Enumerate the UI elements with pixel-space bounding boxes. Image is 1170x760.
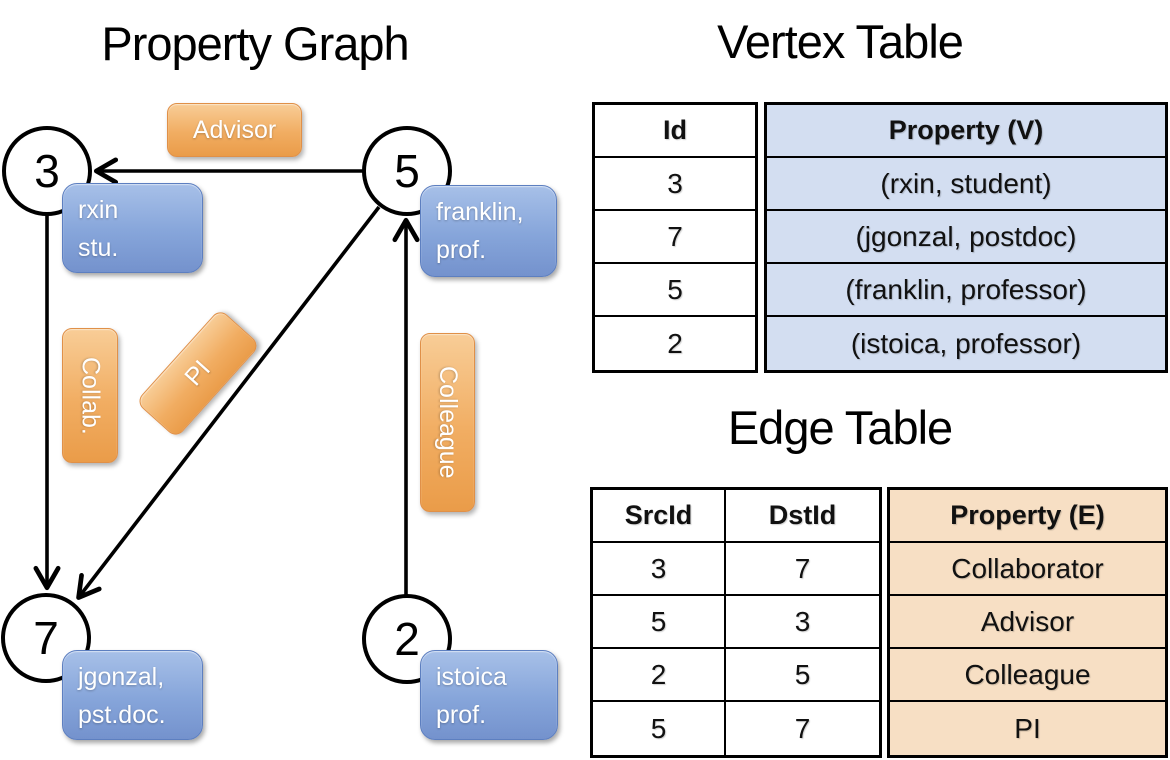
- property-line: prof.: [436, 236, 487, 264]
- table-cell: Colleague: [890, 649, 1165, 702]
- property-line: franklin,: [436, 198, 524, 226]
- edge-table-srcid-header: SrcId: [593, 490, 726, 541]
- edge-table-id-header-row: SrcId DstId: [593, 490, 879, 543]
- table-cell: 7: [595, 211, 755, 264]
- edge-table-property-column: Property (E) Collaborator Advisor Collea…: [887, 487, 1168, 758]
- graph-edges-canvas: [33, 157, 420, 600]
- edge-table-property-header: Property (E): [890, 490, 1165, 543]
- vertex-table-id-column: Id 3 7 5 2: [592, 102, 758, 373]
- edge-line-5-to-7: [76, 205, 381, 600]
- edge-label-colleague: Colleague: [420, 333, 475, 512]
- table-cell: 5: [593, 702, 726, 755]
- vertex-id-label: 5: [394, 145, 420, 197]
- table-row: 3 7: [593, 543, 879, 596]
- table-cell: PI: [890, 702, 1165, 755]
- table-row: 5 3: [593, 596, 879, 649]
- edge-label-advisor: Advisor: [167, 103, 302, 157]
- table-cell: 5: [595, 264, 755, 317]
- vertex-property-box-jgonzal: jgonzal, pst.doc.: [62, 650, 203, 740]
- table-cell: 3: [595, 158, 755, 211]
- table-cell: Collaborator: [890, 543, 1165, 596]
- vertex-node-5: 5: [362, 126, 452, 216]
- table-cell: 5: [593, 596, 726, 647]
- vertex-property-box-istoica: istoica prof.: [420, 650, 558, 740]
- property-line: pst.doc.: [78, 701, 166, 729]
- property-line: stu.: [78, 234, 119, 262]
- vertex-id-label: 3: [34, 145, 60, 197]
- table-cell: (istoica, professor): [767, 317, 1165, 370]
- vertex-table-property-header: Property (V): [767, 105, 1165, 158]
- table-cell: (jgonzal, postdoc): [767, 211, 1165, 264]
- table-row: 2 5: [593, 649, 879, 702]
- table-cell: 7: [794, 552, 811, 584]
- property-graph-title: Property Graph: [101, 17, 409, 70]
- edge-table-dstid-header: DstId: [768, 500, 837, 530]
- property-line: istoica: [436, 663, 507, 691]
- edge-label-collab: Collab.: [62, 328, 118, 463]
- table-cell: 3: [794, 605, 811, 637]
- property-line: rxin: [78, 196, 119, 224]
- property-line: jgonzal,: [78, 663, 165, 691]
- vertex-property-box-franklin: franklin, prof.: [420, 185, 557, 277]
- vertex-id-label: 2: [394, 613, 420, 665]
- vertex-table-title: Vertex Table: [717, 15, 964, 68]
- table-row: 5 7: [593, 702, 879, 755]
- property-line: prof.: [436, 701, 487, 729]
- edge-table-id-columns: SrcId DstId 3 7 5 3 2 5 5 7: [590, 487, 882, 758]
- table-cell: Advisor: [890, 596, 1165, 649]
- table-cell: 2: [593, 649, 726, 700]
- vertex-table-id-header: Id: [595, 105, 755, 158]
- table-cell: 7: [794, 712, 811, 744]
- vertex-property-box-rxin: rxin stu.: [62, 183, 203, 273]
- vertex-node-2: 2: [362, 594, 452, 684]
- vertex-id-label: 7: [33, 612, 59, 664]
- table-cell: 2: [667, 327, 683, 359]
- vertex-table-property-column: Property (V) (rxin, student) (jgonzal, p…: [764, 102, 1168, 373]
- edge-table-title: Edge Table: [727, 401, 953, 454]
- table-cell: (franklin, professor): [767, 264, 1165, 317]
- table-cell: (rxin, student): [767, 158, 1165, 211]
- table-cell: 3: [593, 543, 726, 594]
- table-cell: 5: [794, 658, 811, 690]
